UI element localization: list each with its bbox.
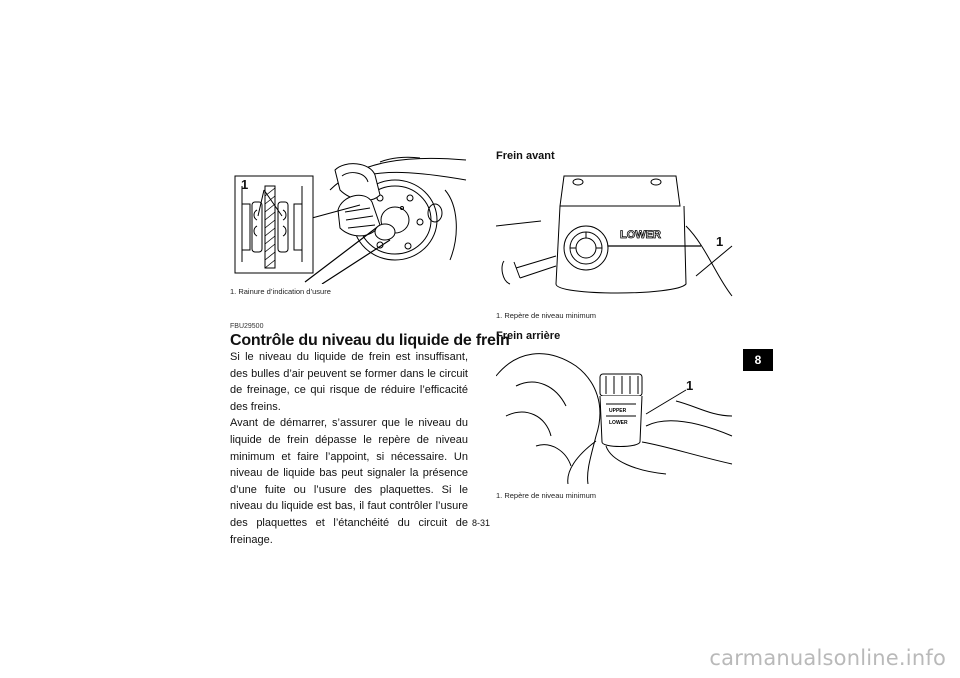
rear-min-level-callout: 1 xyxy=(686,378,694,393)
front-brake-title: Frein avant xyxy=(496,150,555,162)
front-reservoir-figure: LOWER 1 xyxy=(495,166,734,302)
paragraph-2: Avant de démarrer, s’assurer que le nive… xyxy=(230,417,468,546)
front-min-level-callout: 1 xyxy=(716,234,724,249)
rear-reservoir-figure: UPPER LOWER 1 xyxy=(495,346,734,485)
front-figure-caption: 1. Repère de niveau minimum xyxy=(496,311,597,320)
front-reservoir-illustration: LOWER xyxy=(495,175,733,297)
section-body: Si le niveau du liquide de frein est ins… xyxy=(230,349,468,548)
rear-reservoir-illustration: UPPER LOWER xyxy=(495,353,733,485)
upper-mark-text: UPPER xyxy=(609,408,627,414)
brake-disc-figure: 1 xyxy=(230,150,468,285)
rear-brake-title: Frein arrière xyxy=(496,330,561,342)
wear-groove-callout: 1 xyxy=(241,177,249,192)
lower-mark-text: LOWER xyxy=(609,420,628,426)
page-number: 8-31 xyxy=(472,518,491,528)
chapter-tab: 8 xyxy=(743,349,773,371)
lower-mark-text: LOWER xyxy=(620,229,661,241)
section-code: FBU29500 xyxy=(230,323,264,330)
brake-disc-illustration xyxy=(234,156,467,285)
section-title: Contrôle du niveau du liquide de frein xyxy=(230,332,510,349)
paragraph-1: Si le niveau du liquide de frein est ins… xyxy=(230,351,468,413)
rear-figure-caption: 1. Repère de niveau minimum xyxy=(496,491,597,500)
figure-caption-wear-groove: 1. Rainure d’indication d’usure xyxy=(230,287,331,296)
watermark: carmanualsonline.info xyxy=(709,646,946,670)
